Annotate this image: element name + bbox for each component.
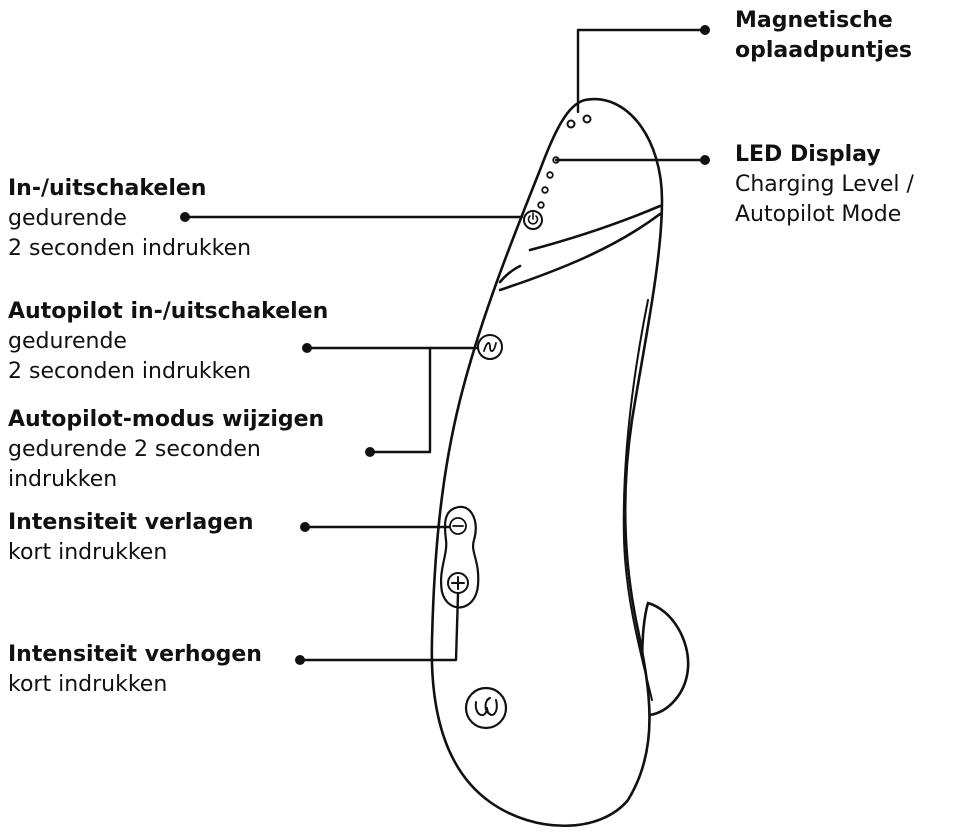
label-led-display: LED Display Charging Level / Autopilot M…: [735, 140, 914, 230]
body-side-contour: [622, 299, 653, 701]
autopilot-toggle-desc-line2: 2 seconden indrukken: [8, 359, 252, 384]
leader-dot-intensity-down: [300, 522, 310, 532]
led-display-desc-line2: Autopilot Mode: [735, 202, 902, 227]
cap-seam-side: [498, 264, 522, 284]
label-power: In-/uitschakelen gedurende 2 seconden in…: [8, 174, 251, 264]
leader-intensity-up: [298, 592, 460, 662]
power-title: In-/uitschakelen: [8, 176, 207, 201]
charging-contact-left: [566, 119, 576, 129]
brand-logo-icon: [474, 697, 498, 717]
intensity-button-group: [440, 505, 480, 609]
power-icon: [527, 212, 539, 225]
leader-dot-autopilot-toggle: [302, 343, 312, 353]
led-dot-2: [546, 171, 554, 179]
label-charging-points: Magnetische oplaadpuntjes: [735, 6, 912, 66]
autopilot-toggle-title: Autopilot in-/uitschakelen: [8, 299, 329, 324]
charging-points-title-line2: oplaadpuntjes: [735, 38, 912, 63]
led-display-title: LED Display: [735, 142, 881, 167]
plus-icon: [451, 576, 465, 590]
leader-dot-led: [700, 155, 710, 165]
leader-autopilot: [305, 346, 432, 454]
autopilot-toggle-desc-line1: gedurende: [8, 329, 127, 354]
brand-logo: [464, 686, 508, 730]
label-intensity-down: Intensiteit verlagen kort indrukken: [8, 508, 254, 568]
intensity-down-title: Intensiteit verlagen: [8, 510, 254, 535]
device-body: [430, 97, 664, 827]
leader-dot-intensity-up: [295, 655, 305, 665]
label-autopilot-mode: Autopilot-modus wijzigen gedurende 2 sec…: [8, 405, 324, 495]
led-display-desc-line1: Charging Level /: [735, 172, 914, 197]
cap-seam-upper: [528, 204, 662, 252]
autopilot-mode-desc-line1: gedurende 2 seconden: [8, 437, 261, 462]
leader-dot-autopilot-mode: [365, 447, 375, 457]
intensity-up-desc-line1: kort indrukken: [8, 672, 168, 697]
autopilot-button[interactable]: [477, 334, 503, 360]
charging-points-title-line1: Magnetische: [735, 8, 893, 33]
power-desc-line2: 2 seconden indrukken: [8, 236, 252, 261]
leader-dot-charging: [700, 25, 710, 35]
power-button[interactable]: [523, 210, 543, 230]
power-desc-line1: gedurende: [8, 206, 127, 231]
leader-charging: [576, 28, 707, 114]
label-autopilot-toggle: Autopilot in-/uitschakelen gedurende 2 s…: [8, 297, 328, 387]
intensity-down-desc-line1: kort indrukken: [8, 540, 168, 565]
minus-button[interactable]: [449, 517, 467, 535]
led-dot-4: [537, 201, 545, 209]
plus-button[interactable]: [447, 572, 469, 594]
autopilot-mode-desc-line2: indrukken: [8, 467, 118, 492]
charging-contact-right: [582, 114, 592, 124]
intensity-up-title: Intensiteit verhogen: [8, 642, 262, 667]
autopilot-mode-title: Autopilot-modus wijzigen: [8, 407, 325, 432]
label-intensity-up: Intensiteit verhogen kort indrukken: [8, 640, 262, 700]
leader-dot-power: [180, 212, 190, 222]
cap-seam-lower: [498, 212, 662, 292]
autopilot-wave-icon: [483, 342, 497, 352]
led-dot-3: [541, 186, 549, 194]
